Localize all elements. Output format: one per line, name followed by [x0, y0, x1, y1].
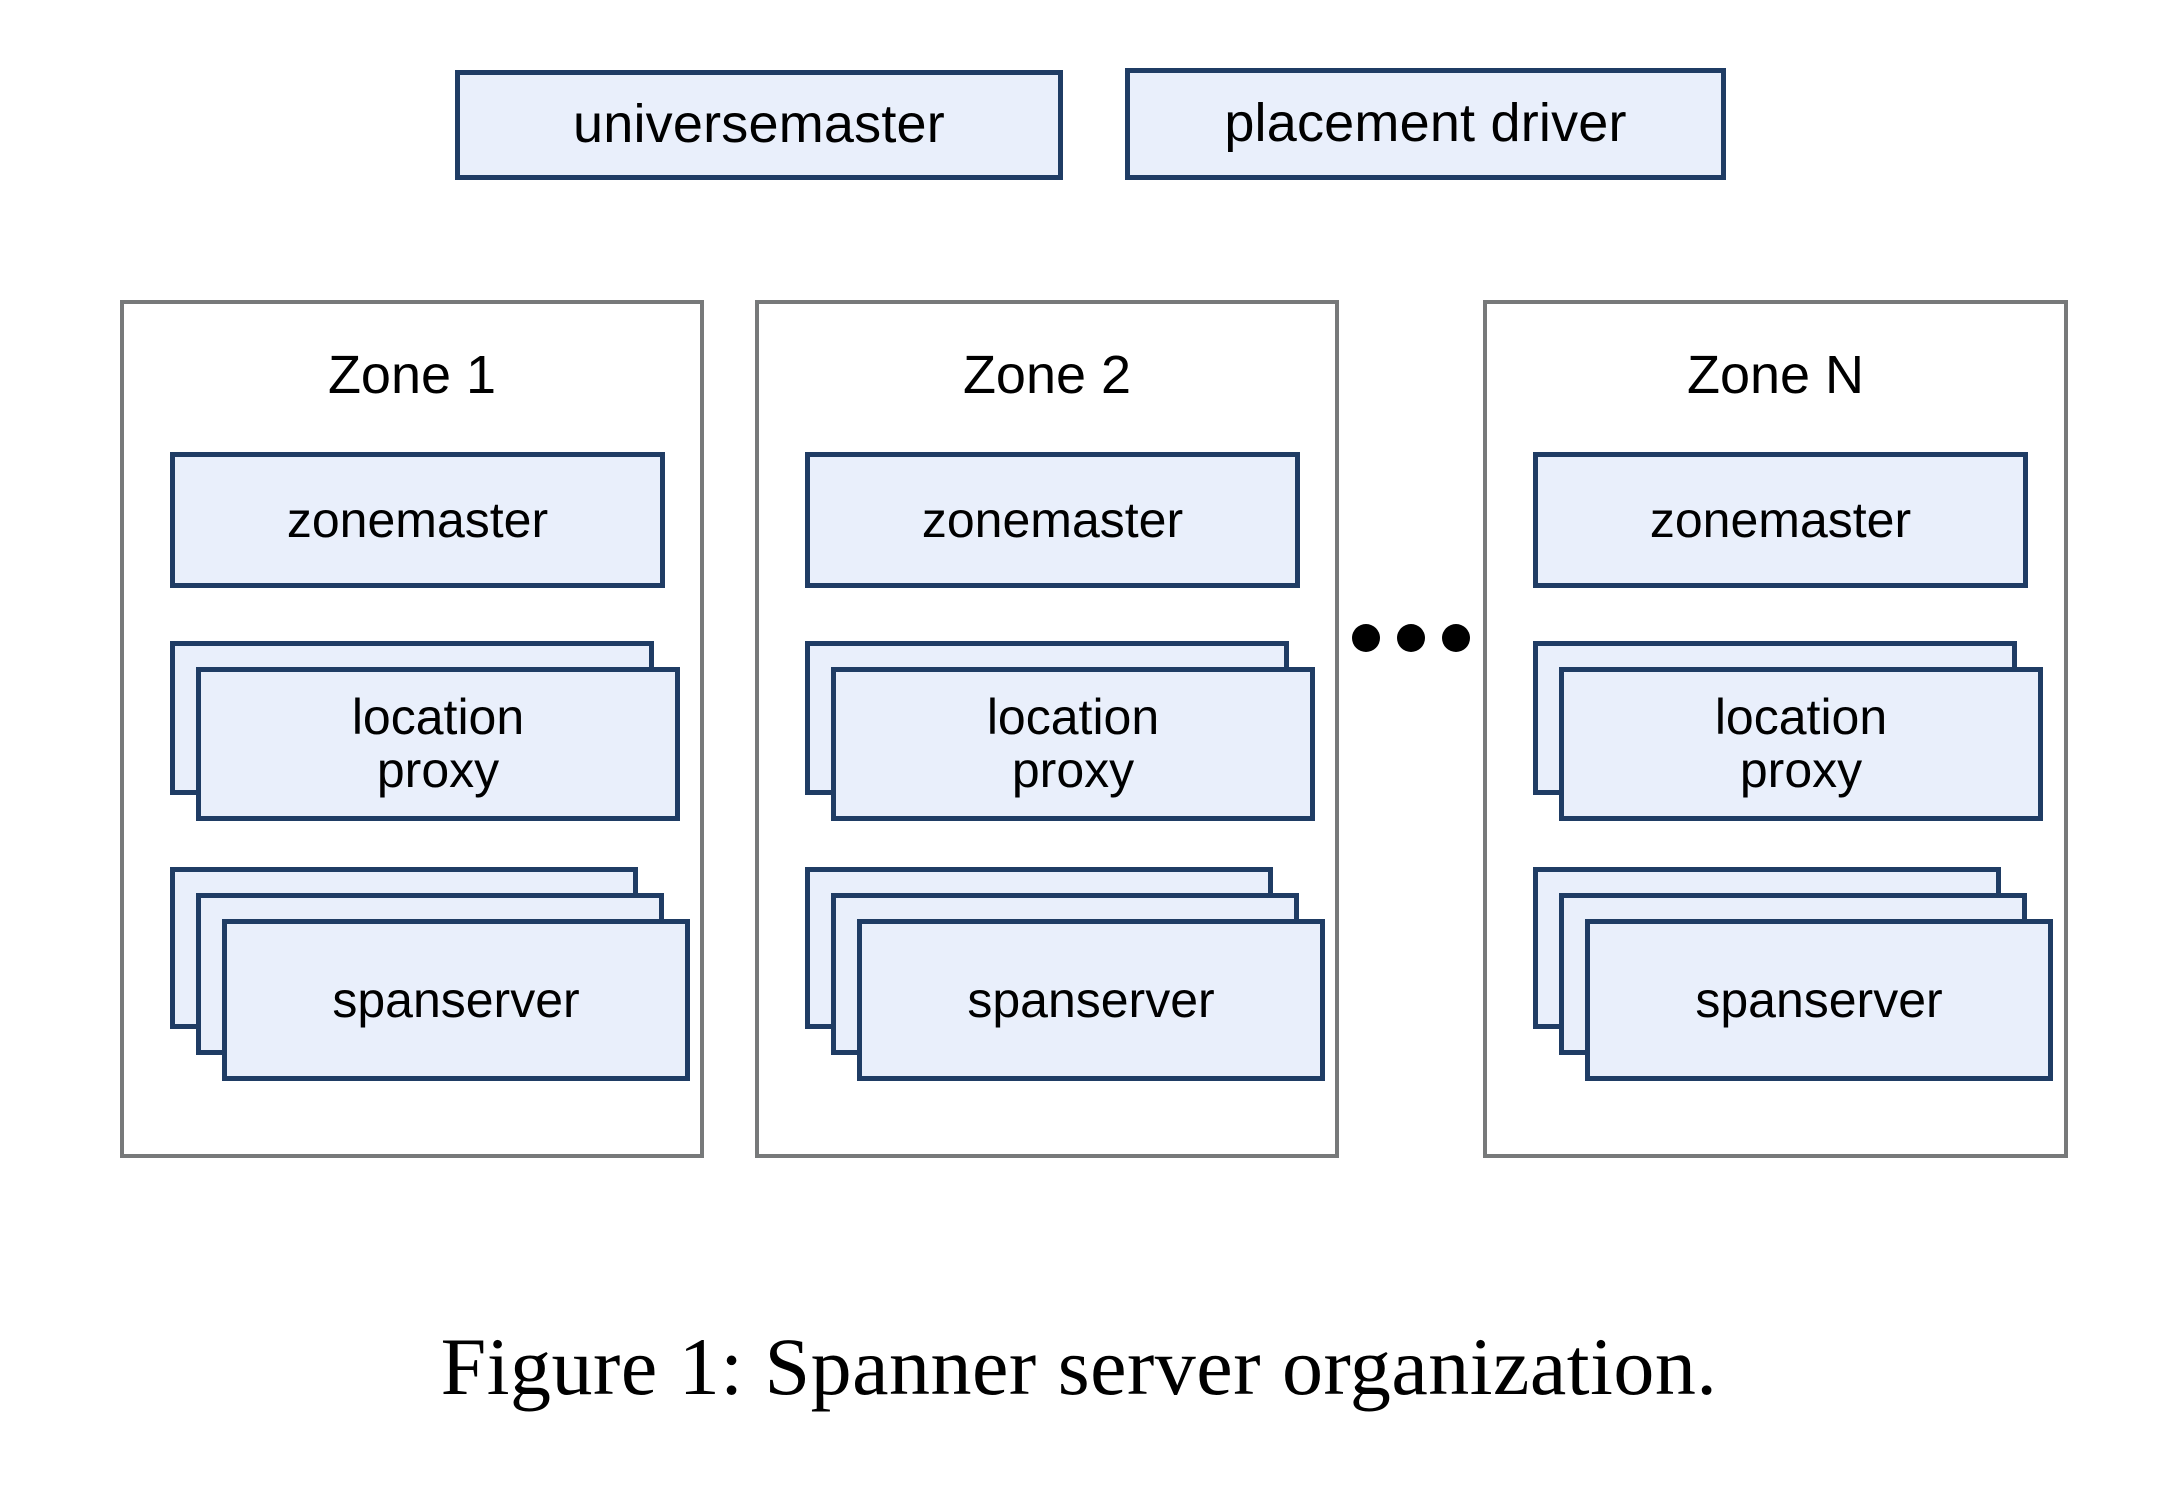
zonemaster-label-2: zonemaster — [921, 491, 1184, 548]
location-proxy-box-front-2: location proxy — [831, 667, 1315, 821]
universemaster-label: universemaster — [573, 94, 945, 155]
figure-caption: Figure 1: Spanner server organization. — [440, 1321, 1718, 1412]
zone-title-n: Zone N — [1686, 345, 1865, 405]
location-proxy-label-1: location proxy — [351, 689, 525, 798]
spanserver-label-n: spanserver — [1695, 971, 1943, 1028]
zone-title-1: Zone 1 — [327, 345, 497, 405]
placement-driver-label: placement driver — [1224, 93, 1627, 154]
zonemaster-stack-n: zonemaster — [1533, 452, 2028, 588]
spanserver-box-front-2: spanserver — [857, 919, 1325, 1081]
zone-ellipsis-dots — [1352, 618, 1470, 658]
ellipsis-dot-icon — [1397, 624, 1425, 652]
zone-title-2: Zone 2 — [962, 345, 1132, 405]
zone-container-2: Zone 2 zonemaster location proxy spanser… — [755, 300, 1339, 1158]
spanserver-stack-n: spanserver — [1533, 867, 2053, 1081]
zone-container-n: Zone N zonemaster location proxy spanser… — [1483, 300, 2068, 1158]
zonemaster-stack-2: zonemaster — [805, 452, 1300, 588]
spanserver-stack-1: spanserver — [170, 867, 690, 1081]
spanserver-label-2: spanserver — [967, 971, 1215, 1028]
ellipsis-dot-icon — [1352, 624, 1380, 652]
ellipsis-dot-icon — [1442, 624, 1470, 652]
location-proxy-stack-n: location proxy — [1533, 641, 2043, 821]
spanserver-stack-2: spanserver — [805, 867, 1325, 1081]
spanserver-label-1: spanserver — [332, 971, 580, 1028]
zonemaster-box-n: zonemaster — [1533, 452, 2028, 588]
location-proxy-stack-1: location proxy — [170, 641, 680, 821]
location-proxy-label-n: location proxy — [1714, 689, 1888, 798]
spanserver-box-front-1: spanserver — [222, 919, 690, 1081]
location-proxy-stack-2: location proxy — [805, 641, 1315, 821]
location-proxy-label-2: location proxy — [986, 689, 1160, 798]
zonemaster-box-1: zonemaster — [170, 452, 665, 588]
zonemaster-label-n: zonemaster — [1649, 491, 1912, 548]
placement-driver-box: placement driver — [1125, 68, 1726, 180]
zonemaster-stack-1: zonemaster — [170, 452, 665, 588]
zone-container-1: Zone 1 zonemaster location proxy spanser… — [120, 300, 704, 1158]
zonemaster-box-2: zonemaster — [805, 452, 1300, 588]
location-proxy-box-front-1: location proxy — [196, 667, 680, 821]
zonemaster-label-1: zonemaster — [286, 491, 549, 548]
spanserver-box-front-n: spanserver — [1585, 919, 2053, 1081]
universemaster-box: universemaster — [455, 70, 1063, 180]
location-proxy-box-front-n: location proxy — [1559, 667, 2043, 821]
